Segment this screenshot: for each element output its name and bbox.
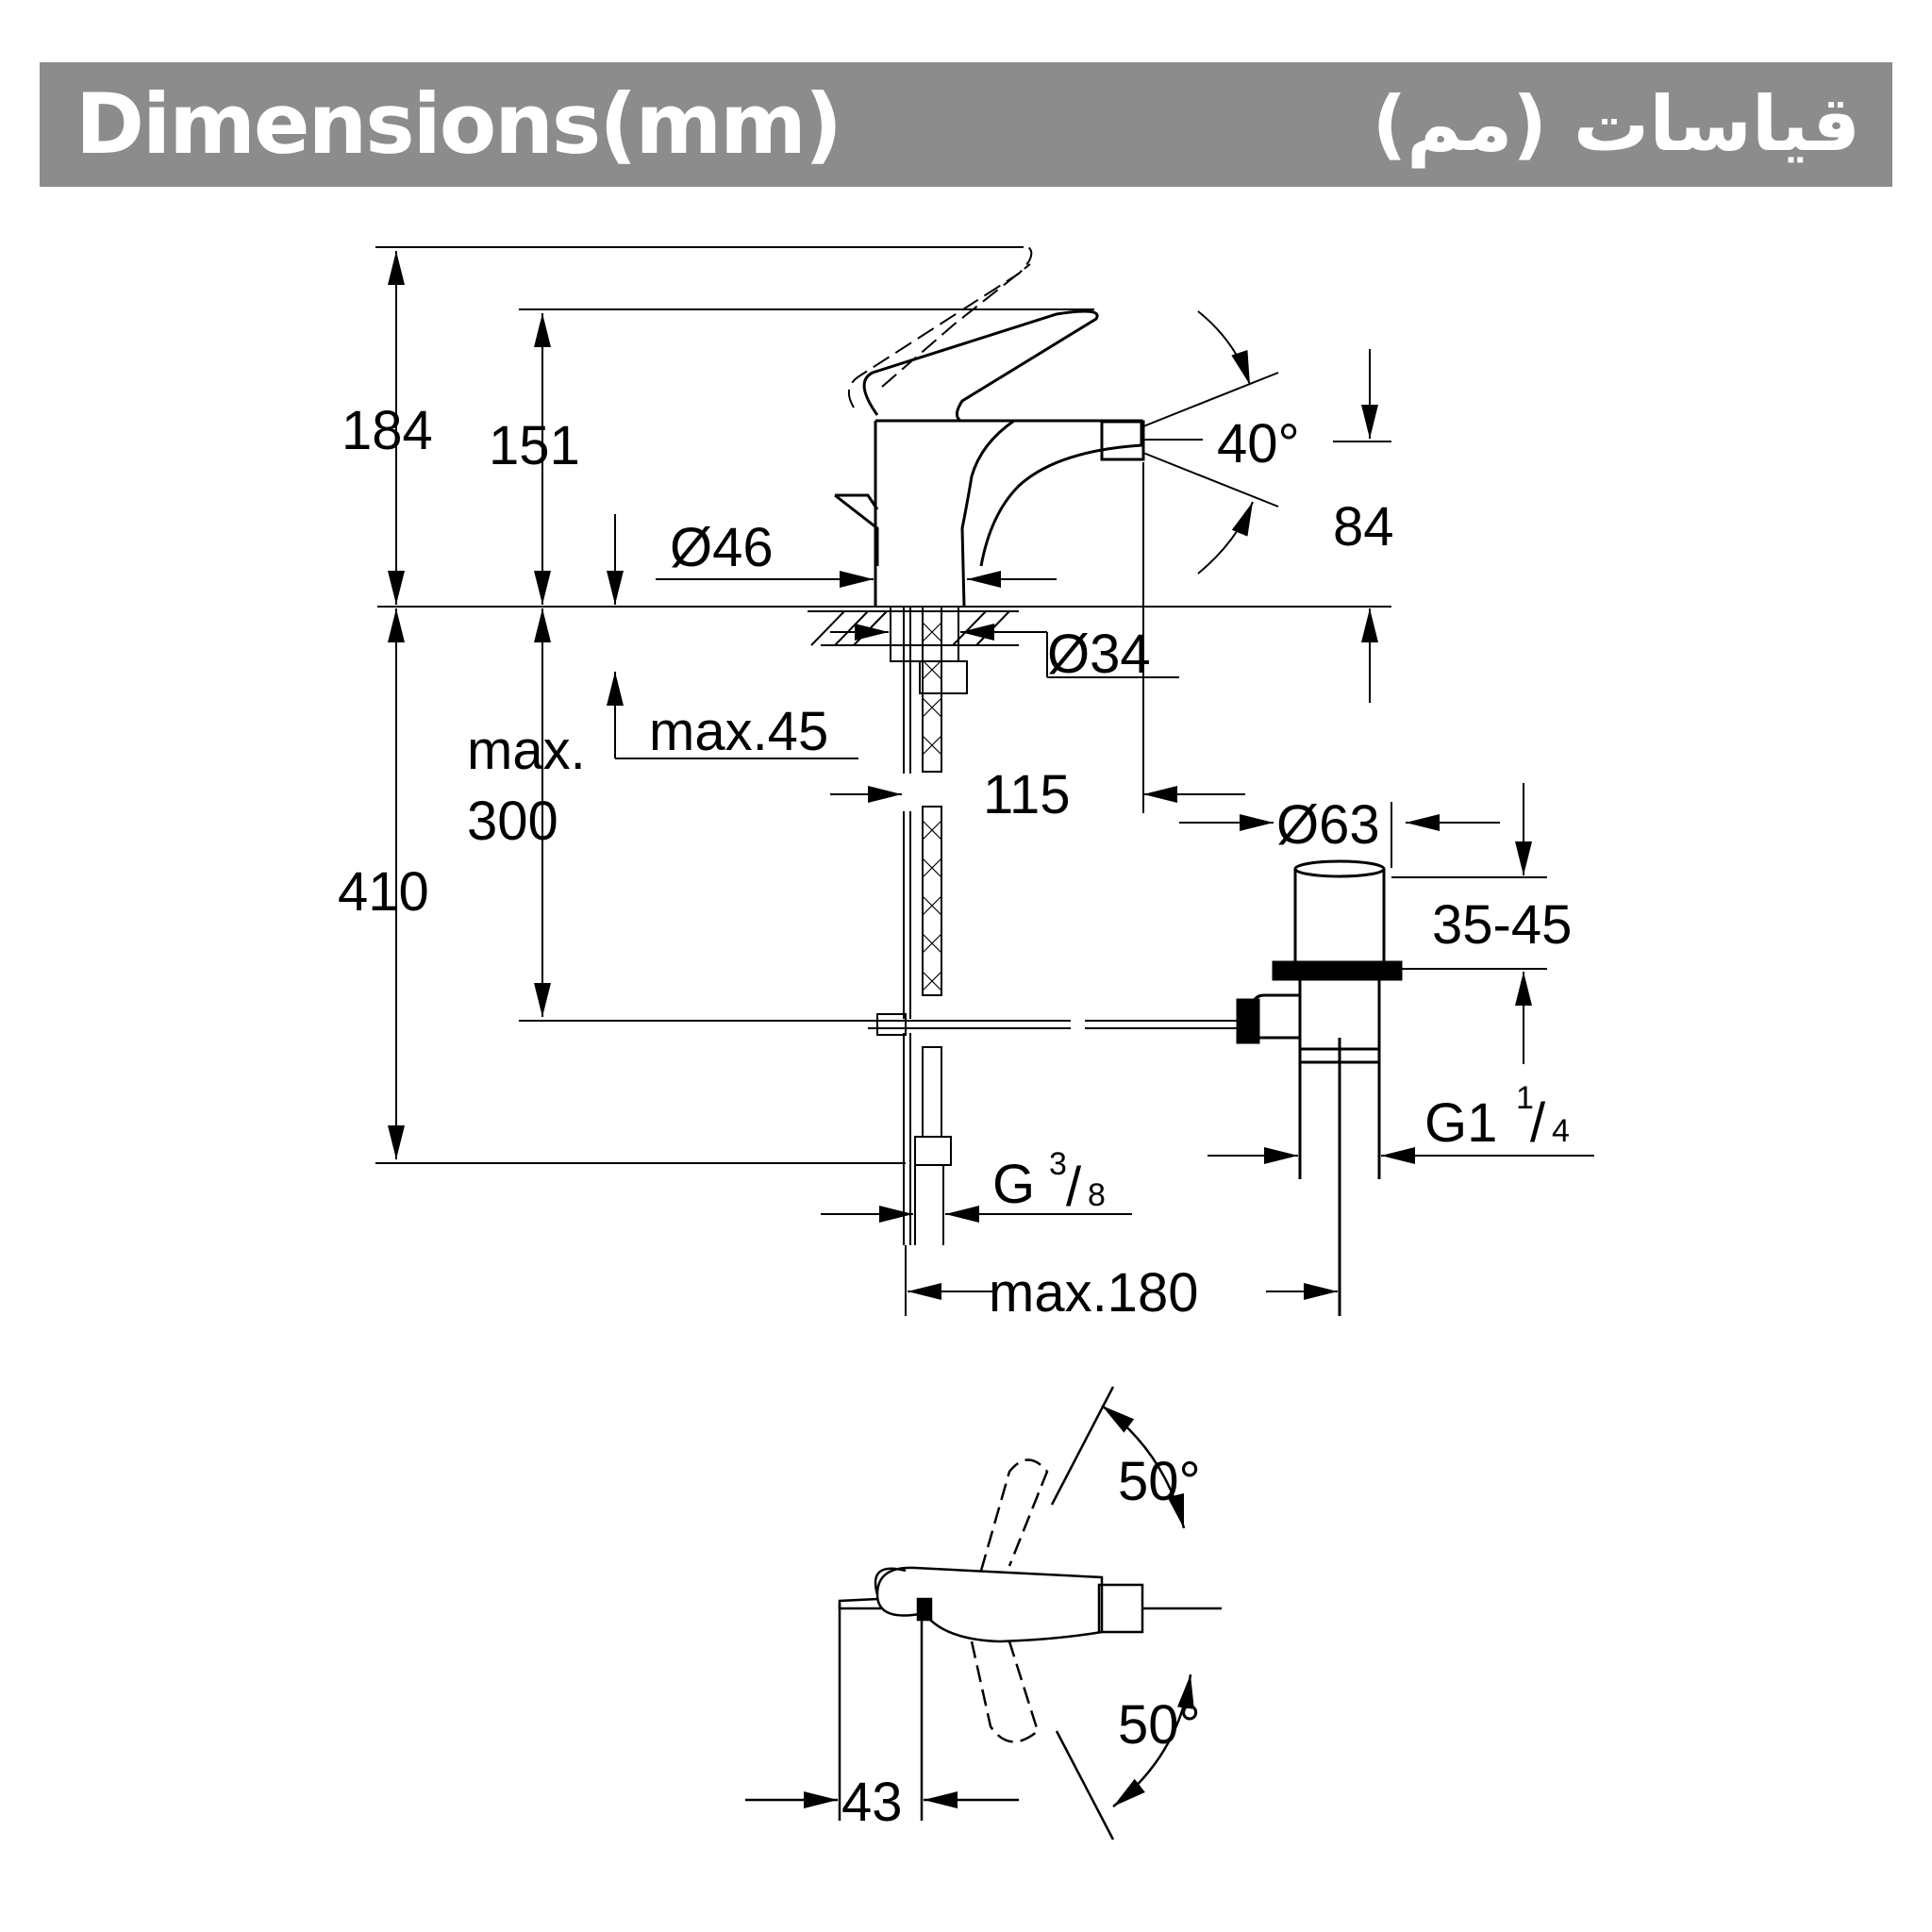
front-view: [375, 246, 1594, 1316]
title-arabic: قياسات (مم): [1372, 80, 1860, 168]
faucet-body: [874, 419, 1019, 608]
top-aerator: [1097, 1583, 1144, 1634]
supply-hose: [922, 1046, 942, 1138]
label-151: 151: [489, 415, 580, 476]
label-g1-slash: /: [1530, 1092, 1546, 1154]
label-max-180: max.180: [989, 1262, 1198, 1324]
label-g38-den: 8: [1088, 1177, 1106, 1213]
label-g38-num: 3: [1049, 1146, 1067, 1182]
label-g38-main: G: [992, 1154, 1035, 1215]
label-35-45: 35-45: [1432, 894, 1572, 956]
label-43: 43: [841, 1772, 903, 1833]
lever-handle: [862, 309, 1099, 423]
top-lever: [875, 1566, 1104, 1643]
label-40-deg: 40°: [1217, 413, 1300, 475]
label-115: 115: [983, 764, 1070, 825]
popup-rod: [834, 493, 879, 566]
title-bar: Dimensions(mm) قياسات (مم): [40, 62, 1892, 187]
spout: [979, 419, 1143, 567]
label-g38-slash: /: [1066, 1157, 1082, 1218]
label-diam-46: Ø46: [670, 517, 774, 578]
drain-assembly: [1236, 859, 1403, 1316]
label-max-45: max.45: [649, 701, 828, 762]
spout-aerator: [1100, 420, 1145, 461]
label-g1-main: G1: [1424, 1092, 1497, 1154]
shank: [890, 606, 959, 662]
label-50-deg-top: 50°: [1118, 1451, 1201, 1512]
label-g1-den: 4: [1552, 1113, 1570, 1149]
deck-hatching: [808, 610, 1019, 646]
title-english: Dimensions(mm): [75, 75, 842, 173]
label-410: 410: [338, 861, 429, 923]
nut: [919, 660, 968, 694]
top-view: [745, 1386, 1222, 1840]
label-max-a: max.: [467, 720, 586, 781]
label-50-deg-bottom: 50°: [1118, 1694, 1201, 1756]
label-184: 184: [341, 400, 433, 461]
label-diam-34: Ø34: [1047, 624, 1151, 685]
label-diam-63: Ø63: [1276, 794, 1380, 856]
lever-raised-dashed: [847, 246, 1033, 408]
rod-clamp: [876, 1013, 907, 1036]
label-g1-num: 1: [1516, 1080, 1534, 1116]
label-max-300: 300: [467, 791, 558, 852]
label-84: 84: [1333, 496, 1394, 558]
